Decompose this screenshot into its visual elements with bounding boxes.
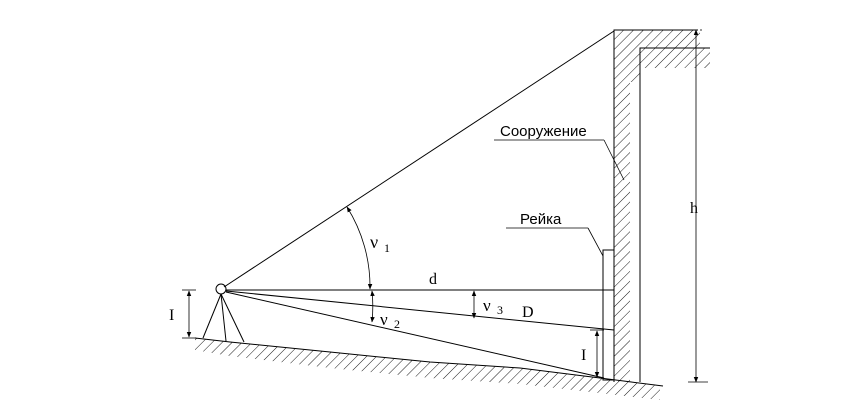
angle-2-index: 2 [394,317,400,331]
sight-line-to-staff-bottom [225,291,605,379]
angle-arc-1 [346,206,373,290]
slope-line-D [225,290,615,331]
angle-2-symbol: ν [380,310,388,329]
staff-reading-label: I [581,347,586,364]
angle-1-index: 1 [384,241,390,255]
angle-3-symbol: ν [483,296,491,315]
angle-1-symbol: ν [370,232,378,252]
structure-building [613,29,710,382]
angle-3-index: 3 [497,303,503,317]
distance-d-label: d [429,271,437,288]
ground-surface [194,337,664,400]
sight-lines [223,30,615,379]
distance-D-label: D [522,304,534,321]
staff-reading-dimension [590,329,604,378]
height-dimension [688,29,708,383]
staff-label: Рейка [520,211,562,228]
instrument-height-label: I [169,307,174,324]
instrument-height-dimension [182,289,196,339]
leveling-staff [602,249,615,381]
angle-arc-2 [370,290,375,323]
sight-line-to-top [223,30,615,288]
height-label: h [690,200,698,217]
structure-label: Сооружение [500,123,587,140]
theodolite-instrument [202,283,245,343]
